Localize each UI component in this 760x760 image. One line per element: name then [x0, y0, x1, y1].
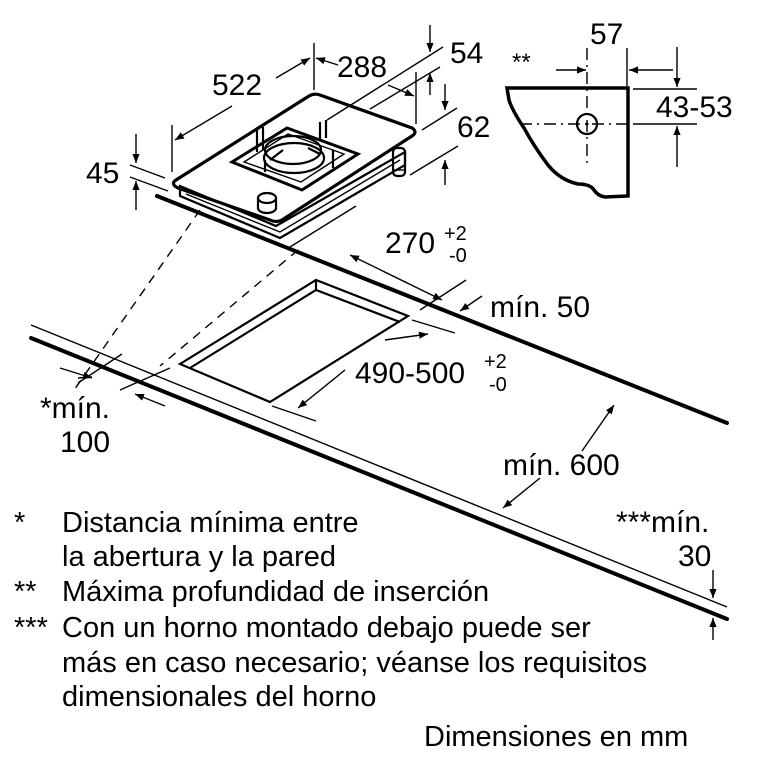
label-min-100-line2: 100 [60, 426, 110, 459]
pan-support-inner [242, 133, 346, 183]
countertop-front-edge-bottom [29, 336, 729, 621]
hob-top-plate [171, 92, 417, 224]
label-270: 270 [385, 227, 435, 260]
control-knob [256, 191, 278, 215]
burner-ring [262, 141, 326, 175]
insert-hole [575, 112, 599, 136]
label-490-500-tol-minus: -0 [489, 374, 507, 396]
label-min-600: mín. 600 [503, 449, 620, 482]
label-43-53: 43-53 [656, 91, 733, 124]
label-45: 45 [86, 157, 119, 190]
units-caption: Dimensiones en mm [424, 721, 688, 753]
note-1-line-1: Distancia mínima entre [62, 507, 359, 539]
label-522: 522 [212, 69, 262, 102]
label-min-50: mín. 50 [490, 291, 590, 324]
label-490-500: 490-500 [355, 357, 465, 390]
countertop-front-edge-top [30, 324, 728, 608]
insert-section-outline [504, 86, 630, 199]
label-62: 62 [457, 111, 490, 144]
hob-leg [391, 146, 407, 178]
label-270-tol-plus: +2 [444, 223, 467, 245]
cutout-outer [177, 278, 411, 404]
countertop [29, 194, 729, 621]
note-3-line-1: Con un horno montado debajo puede ser [62, 612, 591, 644]
label-54: 54 [450, 37, 483, 70]
note-marker-2: ** [14, 576, 37, 608]
hob-dimensions [129, 25, 459, 210]
footnotes: * Distancia mínima entre la abertura y l… [14, 507, 688, 753]
countertop-rear-edge [155, 194, 729, 425]
cutout [59, 205, 717, 640]
note-3-line-3: dimensionales del horno [62, 681, 376, 713]
label-min-30-line2: 30 [678, 540, 711, 573]
wall-offset-dashed-line-2 [159, 249, 299, 367]
note-2-line-1: Máxima profundidad de inserción [62, 576, 489, 608]
insert-detail [504, 47, 697, 199]
label-57: 57 [590, 18, 623, 51]
label-insert-marker: ** [512, 49, 531, 76]
note-3-line-2: más en caso necesario; véanse los requis… [62, 647, 647, 679]
gas-hob [171, 92, 417, 240]
wall-offset-dashed-line [71, 209, 201, 394]
label-min-30-line1: ***mín. [616, 506, 709, 539]
note-marker-3: *** [14, 612, 48, 644]
note-1-line-2: la abertura y la pared [62, 541, 336, 573]
note-marker-1: * [14, 507, 25, 539]
burner-cap [263, 134, 323, 166]
label-288: 288 [337, 51, 387, 84]
label-min-100-line1: *mín. [40, 392, 110, 425]
pan-support-outer [228, 126, 362, 192]
dimension-labels: 522 288 54 62 45 ** 57 43-53 270 +2 -0 m… [40, 18, 733, 573]
label-490-500-tol-plus: +2 [484, 351, 507, 373]
label-270-tol-minus: -0 [449, 245, 467, 267]
